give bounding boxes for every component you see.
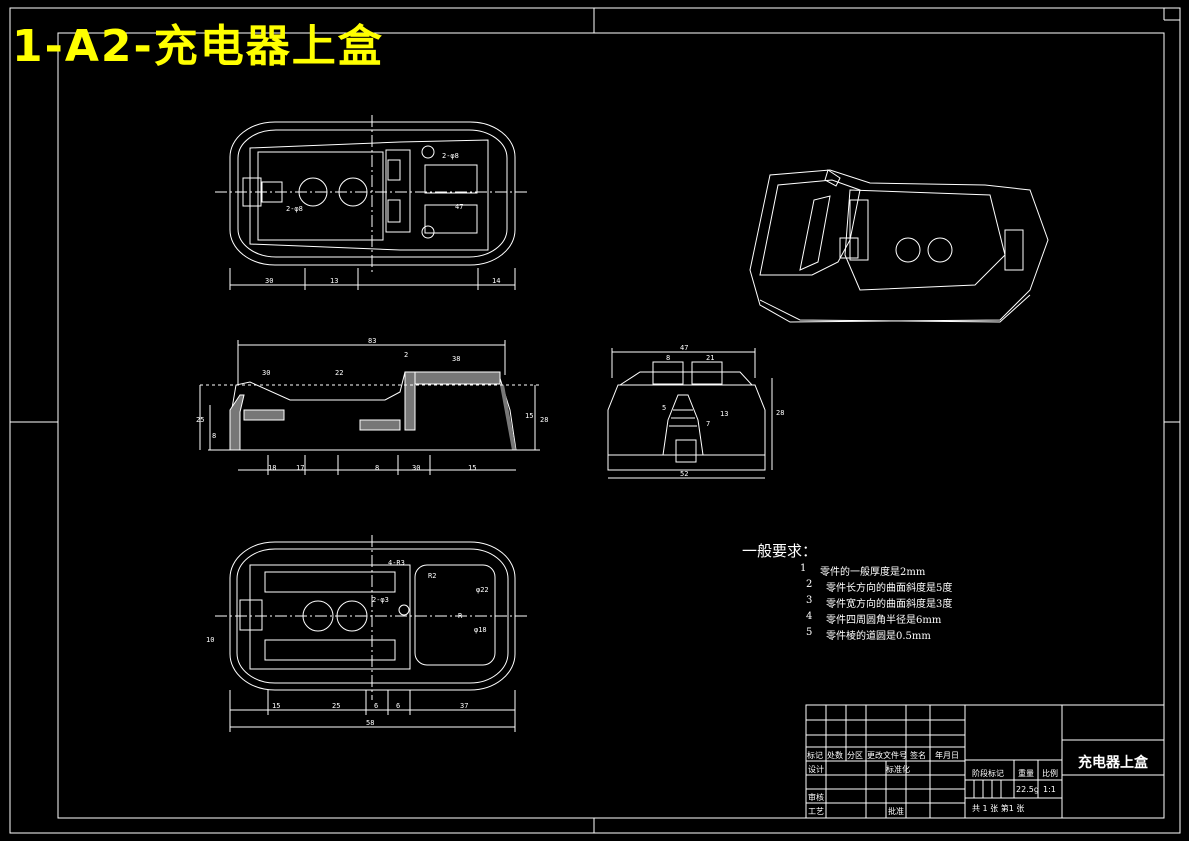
dimension-label: 10 xyxy=(206,636,214,644)
dimension-label: 2 xyxy=(404,351,408,359)
process-label: 工艺 xyxy=(808,807,824,816)
dimension-label: 47 xyxy=(455,203,463,211)
rev-header: 年月日 xyxy=(935,751,959,760)
dimension-label: 52 xyxy=(680,470,688,478)
dimension-label: 37 xyxy=(460,702,468,710)
rev-header: 标记 xyxy=(807,751,823,760)
side-view xyxy=(607,348,773,479)
bottom-view xyxy=(215,535,530,732)
dimension-label: 28 xyxy=(540,416,548,424)
requirement-text: 零件四周圆角半径是6mm xyxy=(826,615,942,626)
dimension-label: 8 xyxy=(375,464,379,472)
dimension-label: 6 xyxy=(374,702,378,710)
dimension-label: 17 xyxy=(296,464,304,472)
rev-header: 更改文件号 xyxy=(867,751,907,760)
requirement-text: 零件宽方向的曲面斜度是3度 xyxy=(826,599,953,610)
dimension-label: 4-R3 xyxy=(388,559,405,567)
requirement-text: 零件的一般厚度是2mm xyxy=(820,567,926,578)
dimension-label: 47 xyxy=(680,344,688,352)
dimension-label: 83 xyxy=(368,337,376,345)
dimension-label: 30 xyxy=(262,369,270,377)
dimension-label: 18 xyxy=(268,464,276,472)
standardize-label: 标准化 xyxy=(886,765,910,774)
isometric-view xyxy=(749,169,1049,323)
dimension-label: 5 xyxy=(662,404,666,412)
dimension-label: 2-φ8 xyxy=(286,205,303,213)
requirement-text: 零件棱的道圆是0.5mm xyxy=(826,631,931,642)
dimension-label: 25 xyxy=(332,702,340,710)
dimension-label: 21 xyxy=(706,354,714,362)
dimension-label: φ22 xyxy=(476,586,489,594)
dimension-label: 15 xyxy=(272,702,280,710)
dimension-label: 8 xyxy=(666,354,670,362)
dimension-label: 2-φ3 xyxy=(372,596,389,604)
stage-mark-label: 阶段标记 xyxy=(972,769,1004,778)
dimension-label: 2-φ8 xyxy=(442,152,459,160)
approve-label: 批准 xyxy=(888,807,904,816)
design-label: 设计 xyxy=(808,765,824,774)
dimension-label: 28 xyxy=(776,409,784,417)
top-view xyxy=(215,115,530,290)
sheet-count: 共 1 张 第1 张 xyxy=(972,804,1025,813)
weight-value: 22.5g xyxy=(1016,785,1039,794)
dimension-label: 38 xyxy=(452,355,460,363)
review-label: 审核 xyxy=(808,793,824,802)
requirement-num: 5 xyxy=(806,627,813,638)
dimension-label: 13 xyxy=(330,277,338,285)
front-view xyxy=(199,340,540,475)
dimension-label: 8 xyxy=(212,432,216,440)
trim-border xyxy=(9,7,1181,834)
dimension-label: 58 xyxy=(366,719,374,727)
dimension-label: φ18 xyxy=(474,626,487,634)
rev-header: 处数 xyxy=(827,751,843,760)
part-name: 充电器上盒 xyxy=(1078,755,1148,771)
sheet-title: 1-A2-充电器上盒 xyxy=(12,21,384,72)
requirement-num: 3 xyxy=(806,595,813,606)
scale-label: 比例 xyxy=(1042,769,1058,778)
dimension-label: 7 xyxy=(706,420,710,428)
requirement-num: 4 xyxy=(806,611,813,622)
dimension-label: 22 xyxy=(335,369,343,377)
dimension-label: 30 xyxy=(265,277,273,285)
rev-header: 签名 xyxy=(910,751,926,760)
dimension-label: R xyxy=(458,612,463,620)
title-block xyxy=(805,704,1165,819)
dimension-label: 14 xyxy=(492,277,500,285)
requirements-heading: 一般要求： xyxy=(742,542,818,560)
weight-label: 重量 xyxy=(1018,769,1034,778)
dimension-label: 13 xyxy=(720,410,728,418)
dimension-label: 15 xyxy=(468,464,476,472)
requirement-num: 2 xyxy=(806,579,813,590)
scale-value: 1:1 xyxy=(1043,785,1056,794)
requirement-num: 1 xyxy=(800,563,807,574)
dimension-label: 30 xyxy=(412,464,420,472)
dimension-label: 15 xyxy=(525,412,533,420)
dimension-label: 6 xyxy=(396,702,400,710)
dimension-label: 25 xyxy=(196,416,204,424)
requirement-text: 零件长方向的曲面斜度是5度 xyxy=(826,583,953,594)
dimension-label: R2 xyxy=(428,572,436,580)
rev-header: 分区 xyxy=(847,751,863,760)
drawing-border xyxy=(57,32,1165,819)
